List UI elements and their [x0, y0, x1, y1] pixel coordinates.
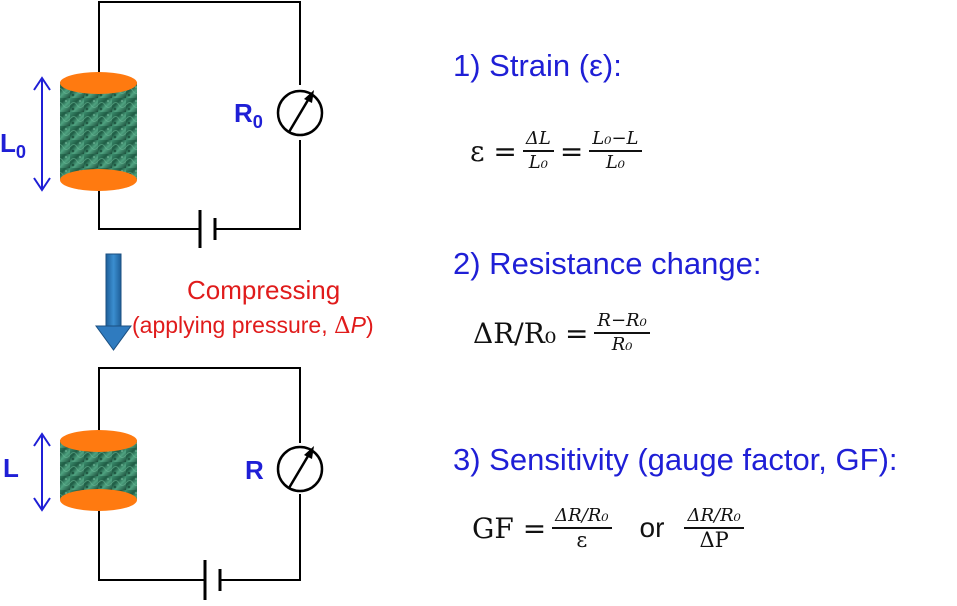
top-wire-upper [98, 1, 301, 85]
bottom-wire-lower-right [220, 494, 301, 581]
top-wire-lower-left [98, 185, 200, 230]
or-label: or [639, 512, 665, 543]
bottom-electrode-top [60, 430, 137, 452]
resistance-fraction: R−R₀ R₀ [594, 310, 650, 356]
bottom-circuit [33, 367, 324, 600]
bottom-length-label: L [3, 453, 19, 483]
resistance-equation: ΔR/R₀ = R−R₀ R₀ [473, 310, 656, 356]
resistance-heading: 2) Resistance change: [453, 246, 762, 281]
gf-fraction-2: ΔR/R₀ ΔP [684, 505, 744, 551]
top-circuit [33, 1, 324, 248]
top-resistance-label: R0 [234, 98, 263, 133]
gauge-factor-equation: GF = ΔR/R₀ ε or ΔR/R₀ ΔP [472, 505, 750, 551]
strain-fraction-1: ΔL L₀ [522, 128, 554, 174]
top-length-label: L0 [0, 128, 27, 163]
gf-fraction-1: ΔR/R₀ ε [552, 505, 612, 551]
top-wire-lower-right [215, 140, 301, 230]
strain-fraction-2: L₀−L L₀ [589, 128, 642, 174]
top-electrode-bottom [60, 169, 137, 191]
compress-arrow [95, 253, 132, 351]
bottom-wire-lower-left [98, 505, 205, 581]
sensitivity-heading: 3) Sensitivity (gauge factor, GF): [453, 442, 898, 477]
top-electrode-top [60, 72, 137, 94]
bottom-electrode-bottom [60, 489, 137, 511]
compressing-label: Compressing [187, 275, 341, 305]
bottom-resistance-label: R [245, 455, 264, 485]
strain-heading: 1) Strain (ε): [453, 48, 622, 83]
pressure-label: (applying pressure, ΔP) [132, 312, 374, 339]
bottom-wire-upper [98, 367, 301, 443]
top-sponge-body [60, 82, 137, 180]
strain-equation: ε = ΔL L₀ = L₀−L L₀ [470, 128, 648, 174]
